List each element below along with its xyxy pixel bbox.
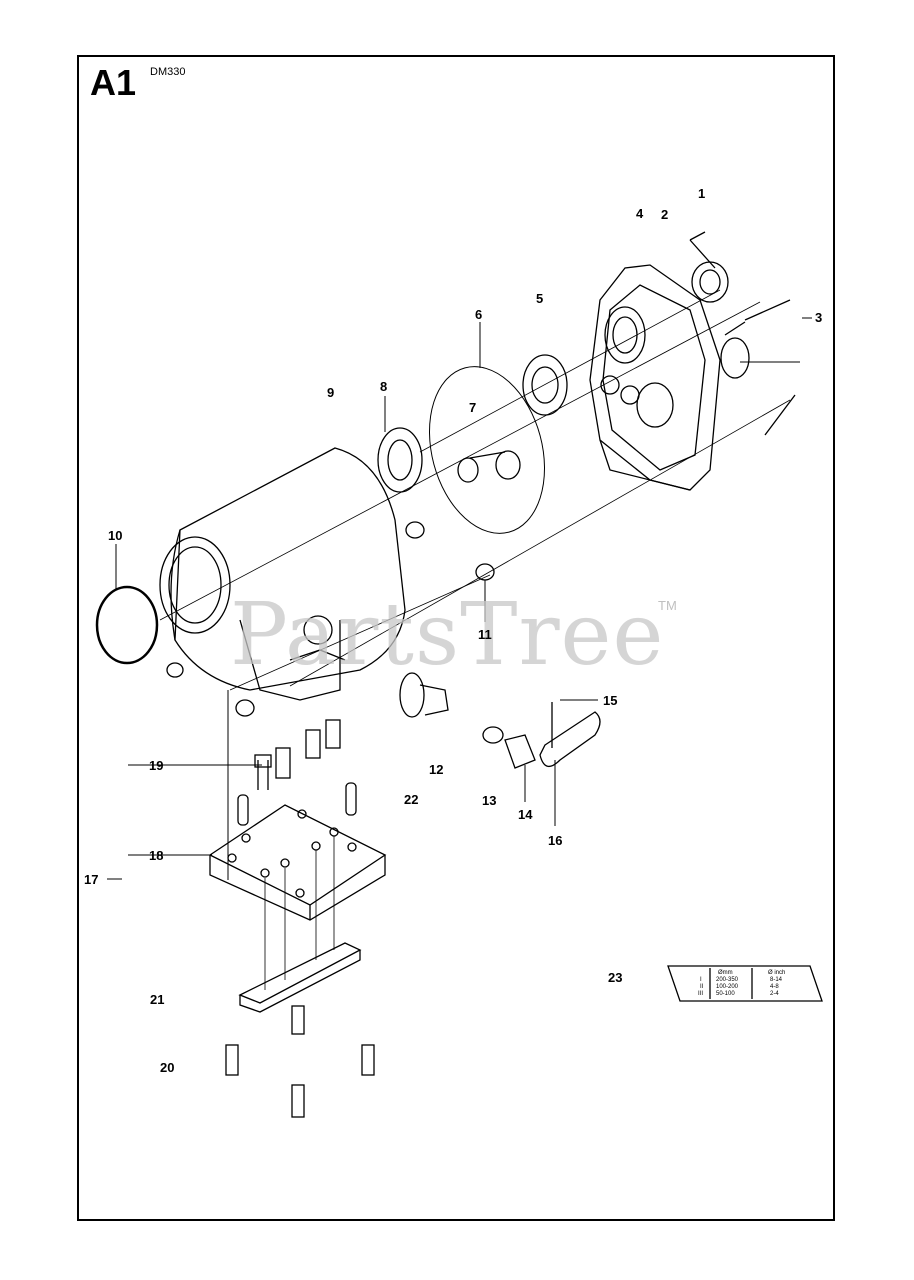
speed-label (667, 965, 823, 1002)
callout-6: 6 (475, 307, 483, 322)
o-ring (95, 585, 159, 665)
watermark: PartsTree (230, 585, 665, 685)
callout-4: 4 (636, 206, 644, 221)
dowel-pins (237, 782, 357, 826)
axis-lines (159, 289, 791, 691)
label-inch-1: 8-14 (770, 977, 783, 983)
screws (254, 231, 796, 790)
callout-9: 9 (327, 385, 335, 400)
label-mm-2: 100-200 (716, 984, 739, 990)
callout-21: 21 (150, 992, 165, 1007)
callout-16: 16 (548, 833, 563, 848)
bearing (522, 354, 568, 416)
drawing-frame (77, 55, 835, 1221)
trademark-symbol: TM (658, 598, 677, 613)
nuts (166, 521, 495, 717)
callout-2: 2 (661, 207, 669, 222)
callout-3: 3 (815, 310, 823, 325)
callout-5: 5 (536, 291, 544, 306)
callout-17: 17 (84, 872, 99, 887)
label-mm-3: 50-100 (716, 991, 735, 997)
gasket-ring (428, 366, 546, 534)
gearbox-cover (589, 264, 721, 491)
callout-8: 8 (380, 379, 388, 394)
callout-14: 14 (518, 807, 533, 822)
bolt-guides (264, 836, 335, 990)
callout-7: 7 (469, 400, 477, 415)
label-inch-3: 2-4 (770, 991, 779, 997)
callout-23: 23 (608, 970, 623, 985)
label-mm-1: 200-350 (716, 977, 739, 983)
shaft-bushing (457, 450, 521, 483)
seal-ring (377, 427, 423, 493)
callout-13: 13 (482, 793, 497, 808)
label-gear-1: I (700, 977, 702, 983)
model-name: DM330 (150, 66, 186, 78)
shift-assembly (399, 672, 601, 769)
label-gear-2: II (700, 984, 704, 990)
callout-12: 12 (429, 762, 444, 777)
label-inch-2: 4-8 (770, 984, 779, 990)
callout-1: 1 (698, 186, 706, 201)
label-head-mm: Ømm (718, 970, 733, 976)
callout-20: 20 (160, 1060, 175, 1075)
leader-lines (107, 317, 812, 880)
base-plate (208, 804, 387, 921)
callout-22: 22 (404, 792, 419, 807)
callout-11: 11 (478, 627, 492, 642)
label-head-inch: Ø inch (768, 970, 786, 976)
callout-19: 19 (149, 758, 164, 773)
clamp-bar (238, 942, 362, 1013)
callout-15: 15 (603, 693, 618, 708)
label-gear-3: III (698, 991, 704, 997)
callout-18: 18 (149, 848, 164, 863)
callout-10: 10 (108, 528, 123, 543)
motor-housing (159, 447, 406, 701)
figure-id: A1 (90, 62, 137, 103)
bottom-bolts (225, 1005, 375, 1118)
